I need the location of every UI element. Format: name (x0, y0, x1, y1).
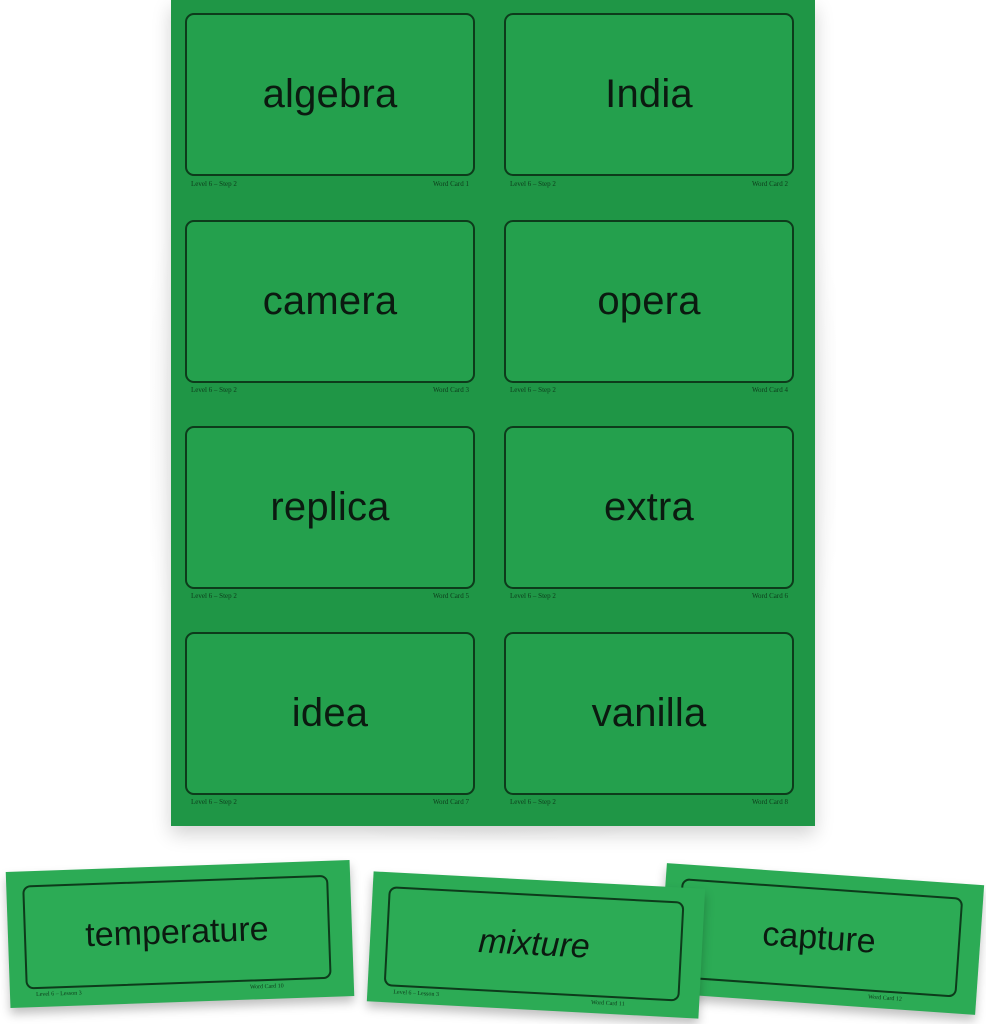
word-card: replica (185, 426, 475, 589)
card-footer-right: Word Card 7 (433, 798, 469, 806)
card-word: extra (604, 485, 694, 529)
loose-word-card: mixture Level 6 – Lesson 3 Word Card 11 (366, 871, 706, 1019)
word-card: opera (504, 220, 794, 383)
loose-word-card: temperature Level 6 – Lesson 3 Word Card… (5, 860, 355, 1008)
card-word: idea (291, 691, 369, 735)
card-footer-left: Level 6 – Step 2 (510, 386, 556, 394)
card-footer-right: Word Card 2 (752, 180, 788, 188)
card-footer-right: Word Card 5 (433, 592, 469, 600)
word-card: India (504, 13, 794, 176)
card-footer-right: Word Card 6 (752, 592, 788, 600)
loose-card-frame: temperature (22, 874, 332, 990)
card-word: India (605, 72, 693, 116)
card-footer: Level 6 – Step 2 Word Card 8 (504, 798, 794, 808)
word-card-sheet: algebra Level 6 – Step 2 Word Card 1 Ind… (171, 0, 815, 826)
card-footer-right: Word Card 8 (752, 798, 788, 806)
card-footer-right: Word Card 1 (433, 180, 469, 188)
word-card: vanilla (504, 632, 794, 795)
card-word: opera (597, 279, 701, 323)
card-footer-left: Level 6 – Step 2 (191, 180, 237, 188)
card-footer: Level 6 – Step 2 Word Card 2 (504, 180, 794, 190)
loose-card-footer-right: Word Card 10 (249, 983, 284, 991)
loose-card-footer-right: Word Card 11 (590, 999, 625, 1008)
card-footer-left: Level 6 – Step 2 (510, 592, 556, 600)
card-footer-left: Level 6 – Step 2 (191, 592, 237, 600)
card-footer: Level 6 – Step 2 Word Card 1 (185, 180, 475, 190)
word-card: camera (185, 220, 475, 383)
word-card: algebra (185, 13, 475, 176)
loose-card-frame: mixture (383, 886, 685, 1002)
loose-card-footer-left: Level 6 – Lesson 3 (35, 990, 82, 999)
loose-card-frame: capture (674, 878, 964, 998)
word-card: extra (504, 426, 794, 589)
word-card: idea (185, 632, 475, 795)
card-footer: Level 6 – Step 2 Word Card 6 (504, 592, 794, 602)
card-word: algebra (262, 72, 398, 116)
loose-card-word: mixture (477, 921, 591, 966)
card-footer-right: Word Card 3 (433, 386, 469, 394)
loose-card-footer-right: Word Card 12 (867, 994, 903, 1003)
card-footer-left: Level 6 – Step 2 (191, 798, 237, 806)
card-footer-left: Level 6 – Step 2 (510, 180, 556, 188)
card-word: camera (262, 279, 398, 323)
loose-card-footer-left: Level 6 – Lesson 3 (393, 989, 440, 998)
card-word: replica (270, 485, 390, 529)
loose-card-word: temperature (84, 909, 270, 954)
card-footer: Level 6 – Step 2 Word Card 5 (185, 592, 475, 602)
card-footer-left: Level 6 – Step 2 (510, 798, 556, 806)
card-footer: Level 6 – Step 2 Word Card 7 (185, 798, 475, 808)
card-footer: Level 6 – Step 2 Word Card 3 (185, 386, 475, 396)
card-footer: Level 6 – Step 2 Word Card 4 (504, 386, 794, 396)
card-word: vanilla (591, 691, 707, 735)
loose-word-card: capture Word Card 12 (657, 863, 985, 1015)
card-footer-right: Word Card 4 (752, 386, 788, 394)
card-footer-left: Level 6 – Step 2 (191, 386, 237, 394)
loose-card-word: capture (761, 914, 877, 961)
